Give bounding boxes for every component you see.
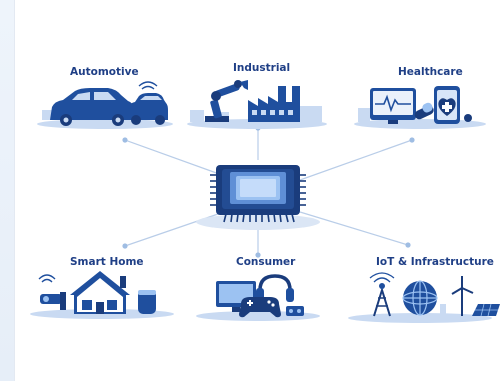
sector-label-iot-infrastructure: IoT & Infrastructure (376, 256, 494, 268)
sector-label-industrial: Industrial (233, 62, 291, 74)
side-strip (0, 0, 14, 381)
iot-infrastructure-icon (348, 272, 500, 323)
connector-dot (405, 242, 411, 248)
sector-label-healthcare: Healthcare (398, 66, 463, 78)
connector-dot (122, 243, 128, 249)
consumer-electronics-icon (196, 274, 320, 321)
sector-label-consumer: Consumer (236, 256, 296, 268)
smart-home-icon (30, 271, 174, 319)
processor-chip-icon (196, 165, 320, 230)
connector-automotive (124, 139, 223, 176)
connector-dot (255, 252, 261, 258)
sector-label-automotive: Automotive (70, 66, 139, 78)
cars-icon (37, 81, 173, 129)
sector-label-smart-home: Smart Home (70, 256, 144, 268)
connector-iot (299, 211, 409, 246)
connector-healthcare (299, 139, 413, 181)
connector-dot (122, 137, 128, 143)
factory-robot-arm-icon (187, 80, 327, 129)
connector-dot (409, 137, 415, 143)
medical-devices-icon (354, 86, 486, 129)
